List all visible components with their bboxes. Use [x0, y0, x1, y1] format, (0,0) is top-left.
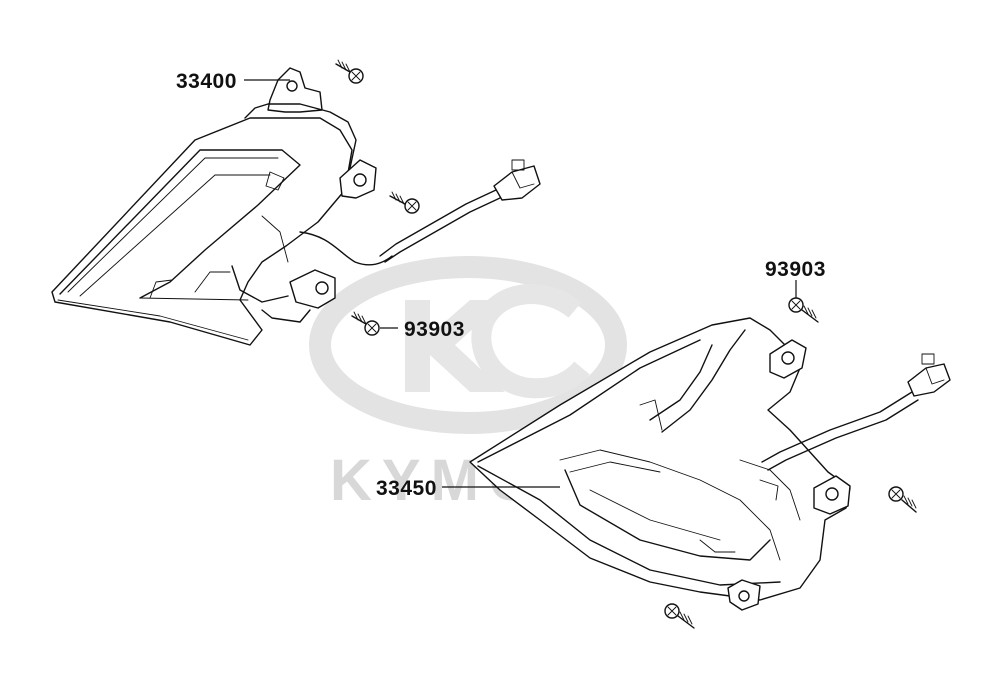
lamp-left [51, 67, 541, 346]
screw-right-lower [888, 486, 917, 513]
screw-top [335, 59, 364, 84]
watermark-k-letter [405, 300, 505, 392]
screw-bottom [664, 603, 695, 629]
part-label-33400: 33400 [176, 70, 237, 93]
part-label-93903-right: 93903 [765, 258, 826, 281]
part-label-33450: 33450 [376, 477, 437, 500]
screw-mid-upper [389, 191, 420, 214]
screw-mid [351, 311, 380, 336]
watermark-c-letter [471, 284, 590, 399]
screw-right-upper [788, 297, 819, 323]
leader-lines [244, 79, 797, 488]
watermark-ring-outer [309, 256, 627, 434]
lamp-right [469, 317, 951, 611]
part-label-93903-middle: 93903 [404, 318, 465, 341]
